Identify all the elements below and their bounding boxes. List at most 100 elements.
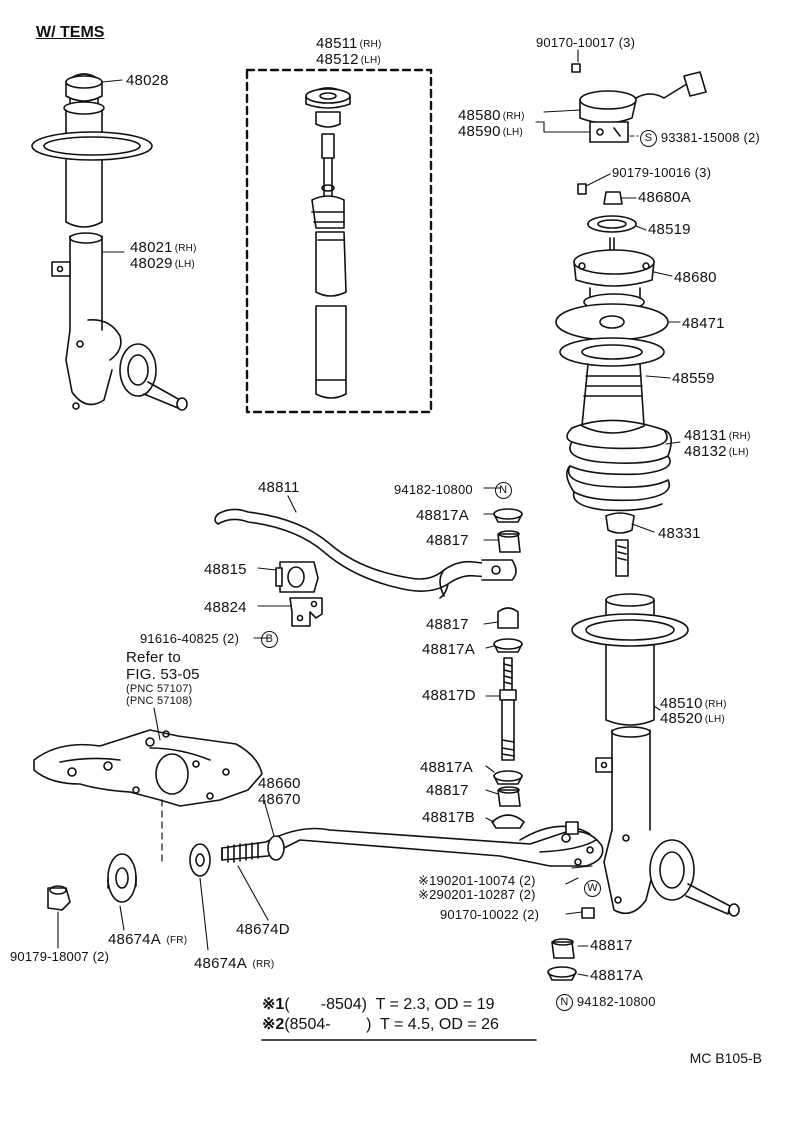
note-text-1: ( -8504) T = 2.3, OD = 19 — [284, 996, 495, 1013]
part-number: 48131 — [684, 427, 727, 444]
crossmember — [33, 729, 263, 807]
part-number: 48029 — [130, 255, 173, 272]
refer-line-1: Refer to — [126, 649, 181, 666]
center-shock-absorber — [305, 87, 351, 399]
part-48817-lower: 48817 — [426, 782, 469, 799]
note-line-2: ※2(8504- ) T = 4.5, OD = 26 — [262, 1016, 499, 1034]
part-number: 48021 — [130, 239, 173, 256]
symbol-n-circle: N — [494, 482, 512, 499]
side-rh: (RH) — [728, 431, 751, 442]
side-lh: (LH) — [174, 259, 195, 270]
part-number: 94182-10800 — [394, 481, 473, 497]
part-48815: 48815 — [204, 561, 247, 578]
part-90170-10022: 90170-10022 (2) — [440, 907, 540, 922]
stabilizer-bar — [214, 508, 517, 599]
part-48811: 48811 — [258, 479, 300, 496]
part-48559: 48559 — [672, 370, 715, 387]
note-mark-2: ※2 — [262, 1016, 285, 1033]
part-48021-rh: 48021(RH) — [130, 240, 197, 255]
side-lh: (LH) — [360, 55, 381, 66]
symbol-w-circle: W — [584, 880, 601, 897]
side-rh: (RH) — [359, 39, 382, 50]
part-48670: 48670 — [258, 791, 301, 808]
bracket-48824 — [289, 597, 323, 627]
part-number: 93381-15008 (2) — [660, 129, 760, 145]
part-94182-10800-bottom: N 94182-10800 — [556, 994, 656, 1011]
refer-line-2: FIG. 53-05 — [126, 666, 200, 683]
part-90201-10287: ※290201-10287 (2) — [418, 887, 536, 902]
part-48580-rh: 48580(RH) — [458, 108, 525, 123]
symbol-n-circle: N — [556, 994, 573, 1011]
part-number: 48510 — [660, 695, 703, 712]
part-48817A-upper: 48817A — [416, 507, 469, 524]
part-number: 48132 — [684, 443, 727, 460]
part-48028: 48028 — [126, 72, 169, 89]
part-number: 94182-10800 — [576, 993, 656, 1009]
part-48520-lh: 48520(LH) — [660, 711, 725, 726]
part-94182-10800-top: 94182-10800 N — [394, 482, 512, 499]
stabilizer-link-parts — [491, 508, 577, 981]
right-upper-mount — [555, 63, 707, 434]
part-48817-middle: 48817 — [426, 616, 469, 633]
side-rh: (RH) — [502, 111, 525, 122]
part-90201-10074: ※190201-10074 (2) — [418, 873, 536, 888]
part-48510-rh: 48510(RH) — [660, 696, 727, 711]
part-91616-40825: 91616-40825 (2) B — [140, 631, 278, 648]
part-48817A-lower: 48817A — [420, 759, 473, 776]
part-48817A-middle: 48817A — [422, 641, 475, 658]
part-48131-rh: 48131(RH) — [684, 428, 751, 443]
part-number: 48674A — [194, 955, 247, 972]
part-number: 48512 — [316, 51, 359, 68]
symbol-b-circle: B — [260, 631, 278, 648]
side-rh: (RH) — [704, 699, 727, 710]
part-48674A-fr: 48674A (FR) — [108, 932, 187, 947]
part-number: 48520 — [660, 710, 703, 727]
part-number: 91616-40825 (2) — [140, 630, 240, 646]
part-48471: 48471 — [682, 315, 725, 332]
side-rh: (RH) — [174, 243, 197, 254]
part-48817B: 48817B — [422, 809, 475, 826]
part-number: 48674A — [108, 931, 161, 948]
symbol-s-circle: S — [640, 130, 657, 147]
part-48680A: 48680A — [638, 189, 691, 206]
side-lh: (LH) — [704, 714, 725, 725]
part-48511-rh: 48511(RH) — [316, 36, 382, 51]
part-48680: 48680 — [674, 269, 717, 286]
position-rr: (RR) — [252, 959, 275, 970]
note-line-1: ※1( -8504) T = 2.3, OD = 19 — [262, 996, 495, 1014]
part-48817-bottom: 48817 — [590, 937, 633, 954]
arm-bushings — [47, 843, 595, 919]
leader-lines — [57, 49, 681, 977]
part-48824: 48824 — [204, 599, 247, 616]
side-lh: (LH) — [728, 447, 749, 458]
pnc-57107: (PNC 57107) — [126, 683, 193, 695]
position-fr: (FR) — [166, 935, 188, 946]
lower-strut — [571, 512, 740, 917]
pnc-57108: (PNC 57108) — [126, 695, 193, 707]
note-text-2: (8504- ) T = 4.5, OD = 26 — [284, 1016, 499, 1033]
part-48817-upper: 48817 — [426, 532, 469, 549]
part-48132-lh: 48132(LH) — [684, 444, 749, 459]
part-48512-lh: 48512(LH) — [316, 52, 381, 67]
side-lh: (LH) — [502, 127, 523, 138]
figure-code: MC B105-B — [689, 1050, 762, 1066]
part-number: 48511 — [316, 35, 358, 52]
part-48817A-bottom: 48817A — [590, 967, 643, 984]
part-48331: 48331 — [658, 525, 701, 542]
part-48590-lh: 48590(LH) — [458, 124, 523, 139]
lower-arm — [221, 821, 604, 867]
left-strut-assembly — [31, 73, 188, 411]
part-90170-10017: 90170-10017 (3) — [536, 35, 636, 50]
variant-header: W/ TEMS — [36, 24, 105, 41]
stabilizer-bushing-48815 — [275, 561, 319, 593]
part-number: 48590 — [458, 123, 501, 140]
part-48674D: 48674D — [236, 921, 290, 938]
dashed-box — [245, 68, 433, 414]
note-mark-1: ※1 — [262, 996, 285, 1013]
part-93381-15008: S 93381-15008 (2) — [640, 130, 760, 147]
part-48674A-rr: 48674A (RR) — [194, 956, 274, 971]
part-number: 48580 — [458, 107, 501, 124]
part-90179-10016: 90179-10016 (3) — [612, 165, 712, 180]
part-48519: 48519 — [648, 221, 691, 238]
